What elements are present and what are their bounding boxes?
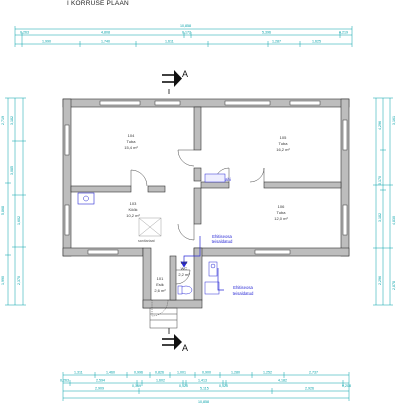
bottom-dim-r1-5: 1,001	[177, 371, 186, 375]
room-101-number: 101	[157, 276, 164, 281]
left-dim-1: 2,719	[1, 116, 5, 125]
room-101: 101 Esik 2,6 m²	[154, 276, 166, 293]
note-shower-a: Ehitiseosa teisaldatud	[212, 234, 233, 244]
top-dim-9: 1,287	[272, 40, 281, 44]
kitchen-sink	[77, 192, 95, 205]
right-dim-1: 3,161	[392, 116, 396, 125]
top-dim-5: 0,219	[339, 31, 348, 35]
room-103: 103 Köök 10,2 m²	[126, 201, 140, 218]
bottom-dim-r2-6: 1,413	[198, 379, 207, 383]
top-dim-8: 1,611	[165, 40, 174, 44]
bottom-dim-r2-5: 0,120	[179, 384, 188, 388]
bottom-dimensions	[62, 372, 350, 401]
top-overall-dim: 10,858	[180, 24, 191, 28]
left-dim-4: 3,182	[10, 116, 14, 125]
left-dimensions	[5, 97, 26, 306]
note-shower-b-line2: teisaldatud	[233, 291, 254, 296]
room-105-name: Tuba	[279, 141, 289, 146]
bottom-dim-r2-8: 4,182	[278, 379, 287, 383]
top-dimensions	[14, 26, 353, 47]
bottom-dim-r3-3: 2,926	[305, 387, 314, 391]
bottom-dim-r1-4: 0,826	[155, 371, 164, 375]
right-dimensions	[373, 97, 393, 306]
doors	[130, 149, 265, 317]
bottom-dim-r1-7: 1,280	[231, 371, 240, 375]
top-dim-2: 4,808	[101, 31, 110, 35]
room-102-number: 102	[181, 260, 188, 265]
room-105-area: 16,2 m²	[276, 147, 290, 152]
bottom-dim-r2-9: 0,208	[342, 384, 351, 388]
bottom-dim-r1-6: 0,900	[202, 371, 211, 375]
walls	[62, 98, 350, 309]
bottom-dim-r1-3: 0,996	[134, 371, 143, 375]
bottom-dim-r2-3: 0,169	[132, 384, 141, 388]
section-label-bottom: A	[182, 343, 188, 353]
right-dim-6: 3,182	[378, 213, 382, 222]
bottom-dim-r1-9: 2,737	[309, 371, 318, 375]
bottom-dim-r1-1: 1,311	[74, 371, 83, 375]
section-mark-top: A	[162, 69, 188, 94]
room-106: 106 Tuba 12,0 m²	[274, 204, 288, 221]
shelf-note: ahi	[225, 177, 231, 182]
bottom-dim-r3-1: 2,909	[95, 387, 104, 391]
room-106-area: 12,0 m²	[274, 216, 288, 221]
bottom-dim-r2-1: 0,263	[60, 379, 69, 383]
left-dim-2: 5,868	[1, 206, 5, 215]
room-104-area: 15,4 m²	[124, 145, 138, 150]
note-shower-a-line2: teisaldatud	[212, 239, 233, 244]
left-dim-3: 1,990	[1, 276, 5, 285]
bottom-dim-r3-2: 5,115	[200, 387, 209, 391]
top-dim-7: 1,740	[101, 40, 110, 44]
top-dim-3: 0,172	[182, 31, 191, 35]
room-102: 102 WC 2,2 m²	[178, 260, 190, 277]
wc-fixtures	[177, 261, 220, 295]
section-mark-bottom: A	[162, 328, 188, 353]
note-shower-b-line1: Ehitiseosa	[233, 285, 253, 290]
left-dim-6: 1,602	[17, 216, 21, 225]
room-104-name: Tuba	[127, 139, 137, 144]
bottom-dim-r2-7: 0,120	[219, 384, 228, 388]
section-label-top: A	[182, 69, 188, 79]
room-104: 104 Tuba 15,4 m²	[124, 133, 138, 150]
left-dim-5: 3,085	[10, 166, 14, 175]
windows	[64, 100, 348, 255]
bottom-dim-r1-2: 1,460	[106, 371, 115, 375]
room-102-name: WC	[181, 266, 188, 271]
room-106-number: 106	[278, 204, 285, 209]
right-dim-7: 2,296	[378, 276, 382, 285]
bottom-overall-dim: 10,858	[198, 400, 209, 404]
top-dim-10: 1,625	[312, 40, 321, 44]
room-105: 105 Tuba 16,2 m²	[276, 135, 290, 152]
room-103-name: Köök	[128, 207, 137, 212]
room-101-name: Esik	[156, 282, 164, 287]
top-dim-6: 1,990	[42, 40, 51, 44]
left-dim-7: 2,370	[17, 276, 21, 285]
room-105-number: 105	[280, 135, 287, 140]
room-101-area: 2,6 m²	[154, 288, 166, 293]
bottom-dim-r2-2: 2,594	[96, 379, 105, 383]
right-dim-2: 4,830	[392, 216, 396, 225]
move-arrows	[180, 236, 224, 291]
note-shower-a-line1: Ehitiseosa	[212, 234, 232, 239]
top-dim-1: 0,263	[20, 31, 29, 35]
top-dim-4: 5,396	[262, 31, 271, 35]
room-104-number: 104	[128, 133, 135, 138]
right-dim-4: 4,296	[378, 121, 382, 130]
room-102-area: 2,2 m²	[178, 272, 190, 277]
pantry-hatch	[138, 217, 162, 237]
bottom-dim-r2-4: 1,602	[156, 379, 165, 383]
right-dim-5: 0,170	[378, 176, 382, 185]
bottom-dim-r1-8: 1,252	[263, 371, 272, 375]
right-dim-3: 2,878	[392, 281, 396, 290]
room-103-area: 10,2 m²	[126, 213, 140, 218]
plan-title: I KORRUSE PLAAN	[67, 0, 129, 7]
stove-shelf: ahi	[204, 173, 231, 183]
room-106-name: Tuba	[277, 210, 287, 215]
room-103-number: 103	[130, 201, 137, 206]
note-shower-b: Ehitiseosa teisaldatud	[233, 285, 254, 296]
sanitary-note: sanitariaat	[138, 239, 155, 243]
entrance-stairs	[149, 307, 178, 329]
